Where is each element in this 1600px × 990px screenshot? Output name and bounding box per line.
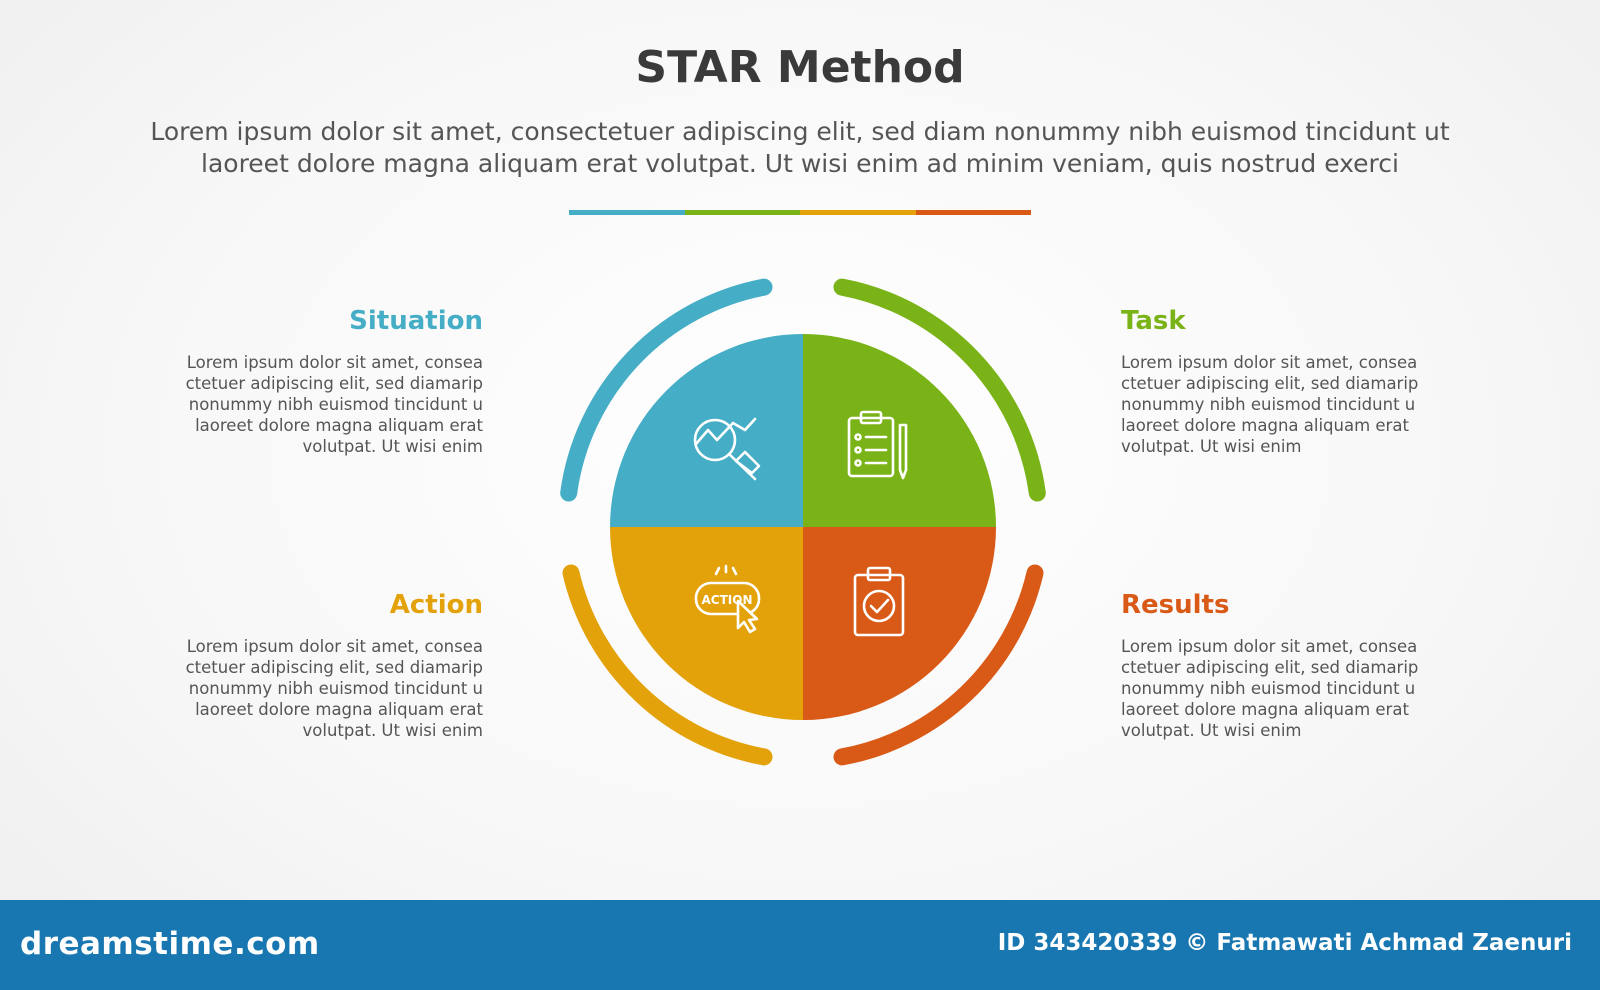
text-line: nonummy nibh euismod tincidunt u — [188, 395, 483, 414]
text-line: Lorem ipsum dolor sit amet, consea — [186, 637, 483, 656]
section-body: Lorem ipsum dolor sit amet, consea ctetu… — [1121, 352, 1427, 457]
section-heading: Action — [389, 590, 483, 620]
text-line: nonummy nibh euismod tincidunt u — [1121, 395, 1416, 414]
text-line: volutpat. Ut wisi enim — [302, 721, 483, 740]
divider-segment — [800, 210, 916, 215]
section-body: Lorem ipsum dolor sit amet, consea ctetu… — [177, 636, 483, 741]
action-icon-label: ACTION — [702, 593, 753, 607]
outer-arc — [833, 278, 1046, 502]
section-heading: Task — [1121, 306, 1186, 336]
section-results: Results Lorem ipsum dolor sit amet, cons… — [1121, 590, 1427, 741]
text-line: laoreet dolore magna aliquam erat — [1121, 416, 1409, 435]
divider-segment — [569, 210, 685, 215]
text-line: Lorem ipsum dolor sit amet, consea — [1121, 637, 1418, 656]
divider-segment — [684, 210, 800, 215]
quadrant-fill — [803, 527, 996, 720]
text-line: ctetuer adipiscing elit, sed diamarip — [1121, 658, 1419, 677]
section-heading: Situation — [349, 306, 483, 336]
section-heading: Results — [1121, 590, 1230, 620]
text-line: ctetuer adipiscing elit, sed diamarip — [185, 658, 483, 677]
text-line: volutpat. Ut wisi enim — [1121, 437, 1302, 456]
text-line: ctetuer adipiscing elit, sed diamarip — [185, 374, 483, 393]
outer-arc — [562, 564, 773, 766]
text-line: nonummy nibh euismod tincidunt u — [1121, 679, 1416, 698]
color-divider — [569, 210, 1031, 215]
clipboard-check-icon — [853, 566, 905, 637]
section-situation: Situation Lorem ipsum dolor sit amet, co… — [177, 306, 483, 457]
text-line: ctetuer adipiscing elit, sed diamarip — [1121, 374, 1419, 393]
footer-bar: dreamstime.com ID 343420339 © Fatmawati … — [0, 900, 1600, 990]
text-line: Lorem ipsum dolor sit amet, consea — [186, 353, 483, 372]
text-line: volutpat. Ut wisi enim — [302, 437, 483, 456]
text-line: nonummy nibh euismod tincidunt u — [188, 679, 483, 698]
subtitle-line: Lorem ipsum dolor sit amet, consectetuer… — [150, 117, 1450, 146]
outer-arc — [833, 564, 1044, 766]
quadrant-results — [803, 527, 1044, 766]
clipboard-list-icon — [847, 410, 908, 480]
text-line: laoreet dolore magna aliquam erat — [195, 416, 483, 435]
section-body: Lorem ipsum dolor sit amet, consea ctetu… — [177, 352, 483, 457]
quadrant-situation — [560, 278, 803, 527]
footer-brand[interactable]: dreamstime.com — [20, 926, 320, 962]
quadrant-task — [803, 278, 1046, 527]
text-line: Lorem ipsum dolor sit amet, consea — [1121, 353, 1418, 372]
action-button-click-icon — [694, 564, 761, 634]
section-body: Lorem ipsum dolor sit amet, consea ctetu… — [1121, 636, 1427, 741]
footer-credit: ID 343420339 © Fatmawati Achmad Zaenuri — [997, 930, 1572, 956]
text-line: laoreet dolore magna aliquam erat — [1121, 700, 1409, 719]
text-line: volutpat. Ut wisi enim — [1121, 721, 1302, 740]
quadrant-action — [562, 527, 803, 766]
text-line: laoreet dolore magna aliquam erat — [195, 700, 483, 719]
divider-segment — [915, 210, 1031, 215]
section-action: Action Lorem ipsum dolor sit amet, conse… — [177, 590, 483, 741]
outer-arc — [560, 278, 773, 502]
search-chart-icon — [693, 417, 761, 481]
page-title: STAR Method — [635, 42, 965, 93]
page-subtitle: Lorem ipsum dolor sit amet, consectetuer… — [110, 116, 1490, 180]
section-task: Task Lorem ipsum dolor sit amet, consea … — [1121, 306, 1427, 457]
quadrant-fill — [610, 527, 803, 720]
subtitle-line: laoreet dolore magna aliquam erat volutp… — [201, 149, 1399, 178]
